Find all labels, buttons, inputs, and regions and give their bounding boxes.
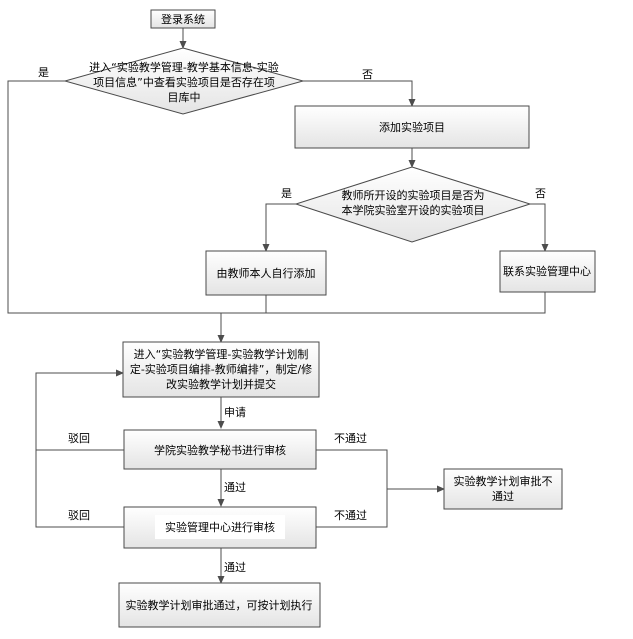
decision-own-lab: 教师所开设的实验项目是否为 本学院实验室开设的实验项目 xyxy=(294,166,532,243)
node-contact-center: 联系实验管理中心 xyxy=(499,250,596,293)
decision-own-lab-line-2: 本学院实验室开设的实验项目 xyxy=(342,203,485,217)
label-yes-2: 是 xyxy=(281,187,292,200)
node-contact-center-label: 联系实验管理中心 xyxy=(503,264,591,278)
node-enter-plan-line-1: 进入“实验教学管理-实验教学计划制 xyxy=(134,347,309,361)
node-approved-final: 实验教学计划审批通过，可按计划执行 xyxy=(118,582,321,628)
node-enter-plan-line-2: 定-实验项目编排-教师编排”，制定/修 xyxy=(130,362,312,376)
edge-labels: 是 否 是 否 申请 驳回 不通过 通过 驳回 不通过 通过 xyxy=(38,66,546,574)
decision-own-lab-line-1: 教师所开设的实验项目是否为 xyxy=(342,188,485,202)
node-enter-plan-line-3: 改实验教学计划并提交 xyxy=(166,377,276,391)
label-reject-1: 驳回 xyxy=(68,432,90,445)
label-apply: 申请 xyxy=(224,406,246,419)
label-reject-2: 驳回 xyxy=(68,509,90,522)
label-pass-2: 通过 xyxy=(224,561,246,574)
label-no-2: 否 xyxy=(535,187,546,200)
node-secretary-review-label: 学院实验教学秘书进行审核 xyxy=(154,443,286,457)
connectors xyxy=(7,28,549,584)
edge-center-fail xyxy=(316,489,388,528)
label-fail-1: 不通过 xyxy=(334,432,367,445)
node-secretary-review: 学院实验教学秘书进行审核 xyxy=(123,429,317,470)
node-teacher-add: 由教师本人自行添加 xyxy=(205,250,327,296)
edge-check-yes-to-plan xyxy=(7,80,221,314)
node-login-label: 登录系统 xyxy=(161,12,205,26)
edge-secretary-fail xyxy=(316,449,388,489)
decision-project-exists-line-3: 目库中 xyxy=(168,91,201,104)
node-login: 登录系统 xyxy=(150,9,216,29)
label-no-1: 否 xyxy=(362,68,373,81)
label-yes-1: 是 xyxy=(38,66,49,79)
node-add-project-label: 添加实验项目 xyxy=(379,120,445,134)
edge-center-to-plan xyxy=(221,292,546,314)
edge-check-no-to-add xyxy=(303,80,416,107)
decision-project-exists-line-1: 进入“实验教学管理-教学基本信息-实验 xyxy=(89,60,279,74)
node-teacher-add-label: 由教师本人自行添加 xyxy=(217,266,316,280)
node-center-review: 实验管理中心进行审核 xyxy=(123,506,317,549)
decision-project-exists-line-2: 项目信息”中查看实验项目是否存在项 xyxy=(93,75,275,89)
node-center-review-label: 实验管理中心进行审核 xyxy=(165,520,275,534)
decision-project-exists: 进入“实验教学管理-教学基本信息-实验 项目信息”中查看实验项目是否存在项 目库… xyxy=(63,47,305,115)
edge-decision-no-to-center xyxy=(530,203,549,252)
label-fail-2: 不通过 xyxy=(334,509,367,522)
edge-secretary-reject xyxy=(35,369,124,451)
label-pass-1: 通过 xyxy=(224,481,246,494)
edge-center-reject xyxy=(35,450,124,528)
node-not-approved-line-1: 实验教学计划审批不 xyxy=(454,474,553,488)
node-not-approved: 实验教学计划审批不 通过 xyxy=(443,468,563,510)
node-approved-final-label: 实验教学计划审批通过，可按计划执行 xyxy=(126,598,313,612)
edge-decision-yes-to-teacher xyxy=(262,203,296,252)
node-not-approved-line-2: 通过 xyxy=(492,490,514,503)
node-add-project: 添加实验项目 xyxy=(294,105,530,149)
node-enter-plan: 进入“实验教学管理-实验教学计划制 定-实验项目编排-教师编排”，制定/修 改实… xyxy=(122,341,320,398)
